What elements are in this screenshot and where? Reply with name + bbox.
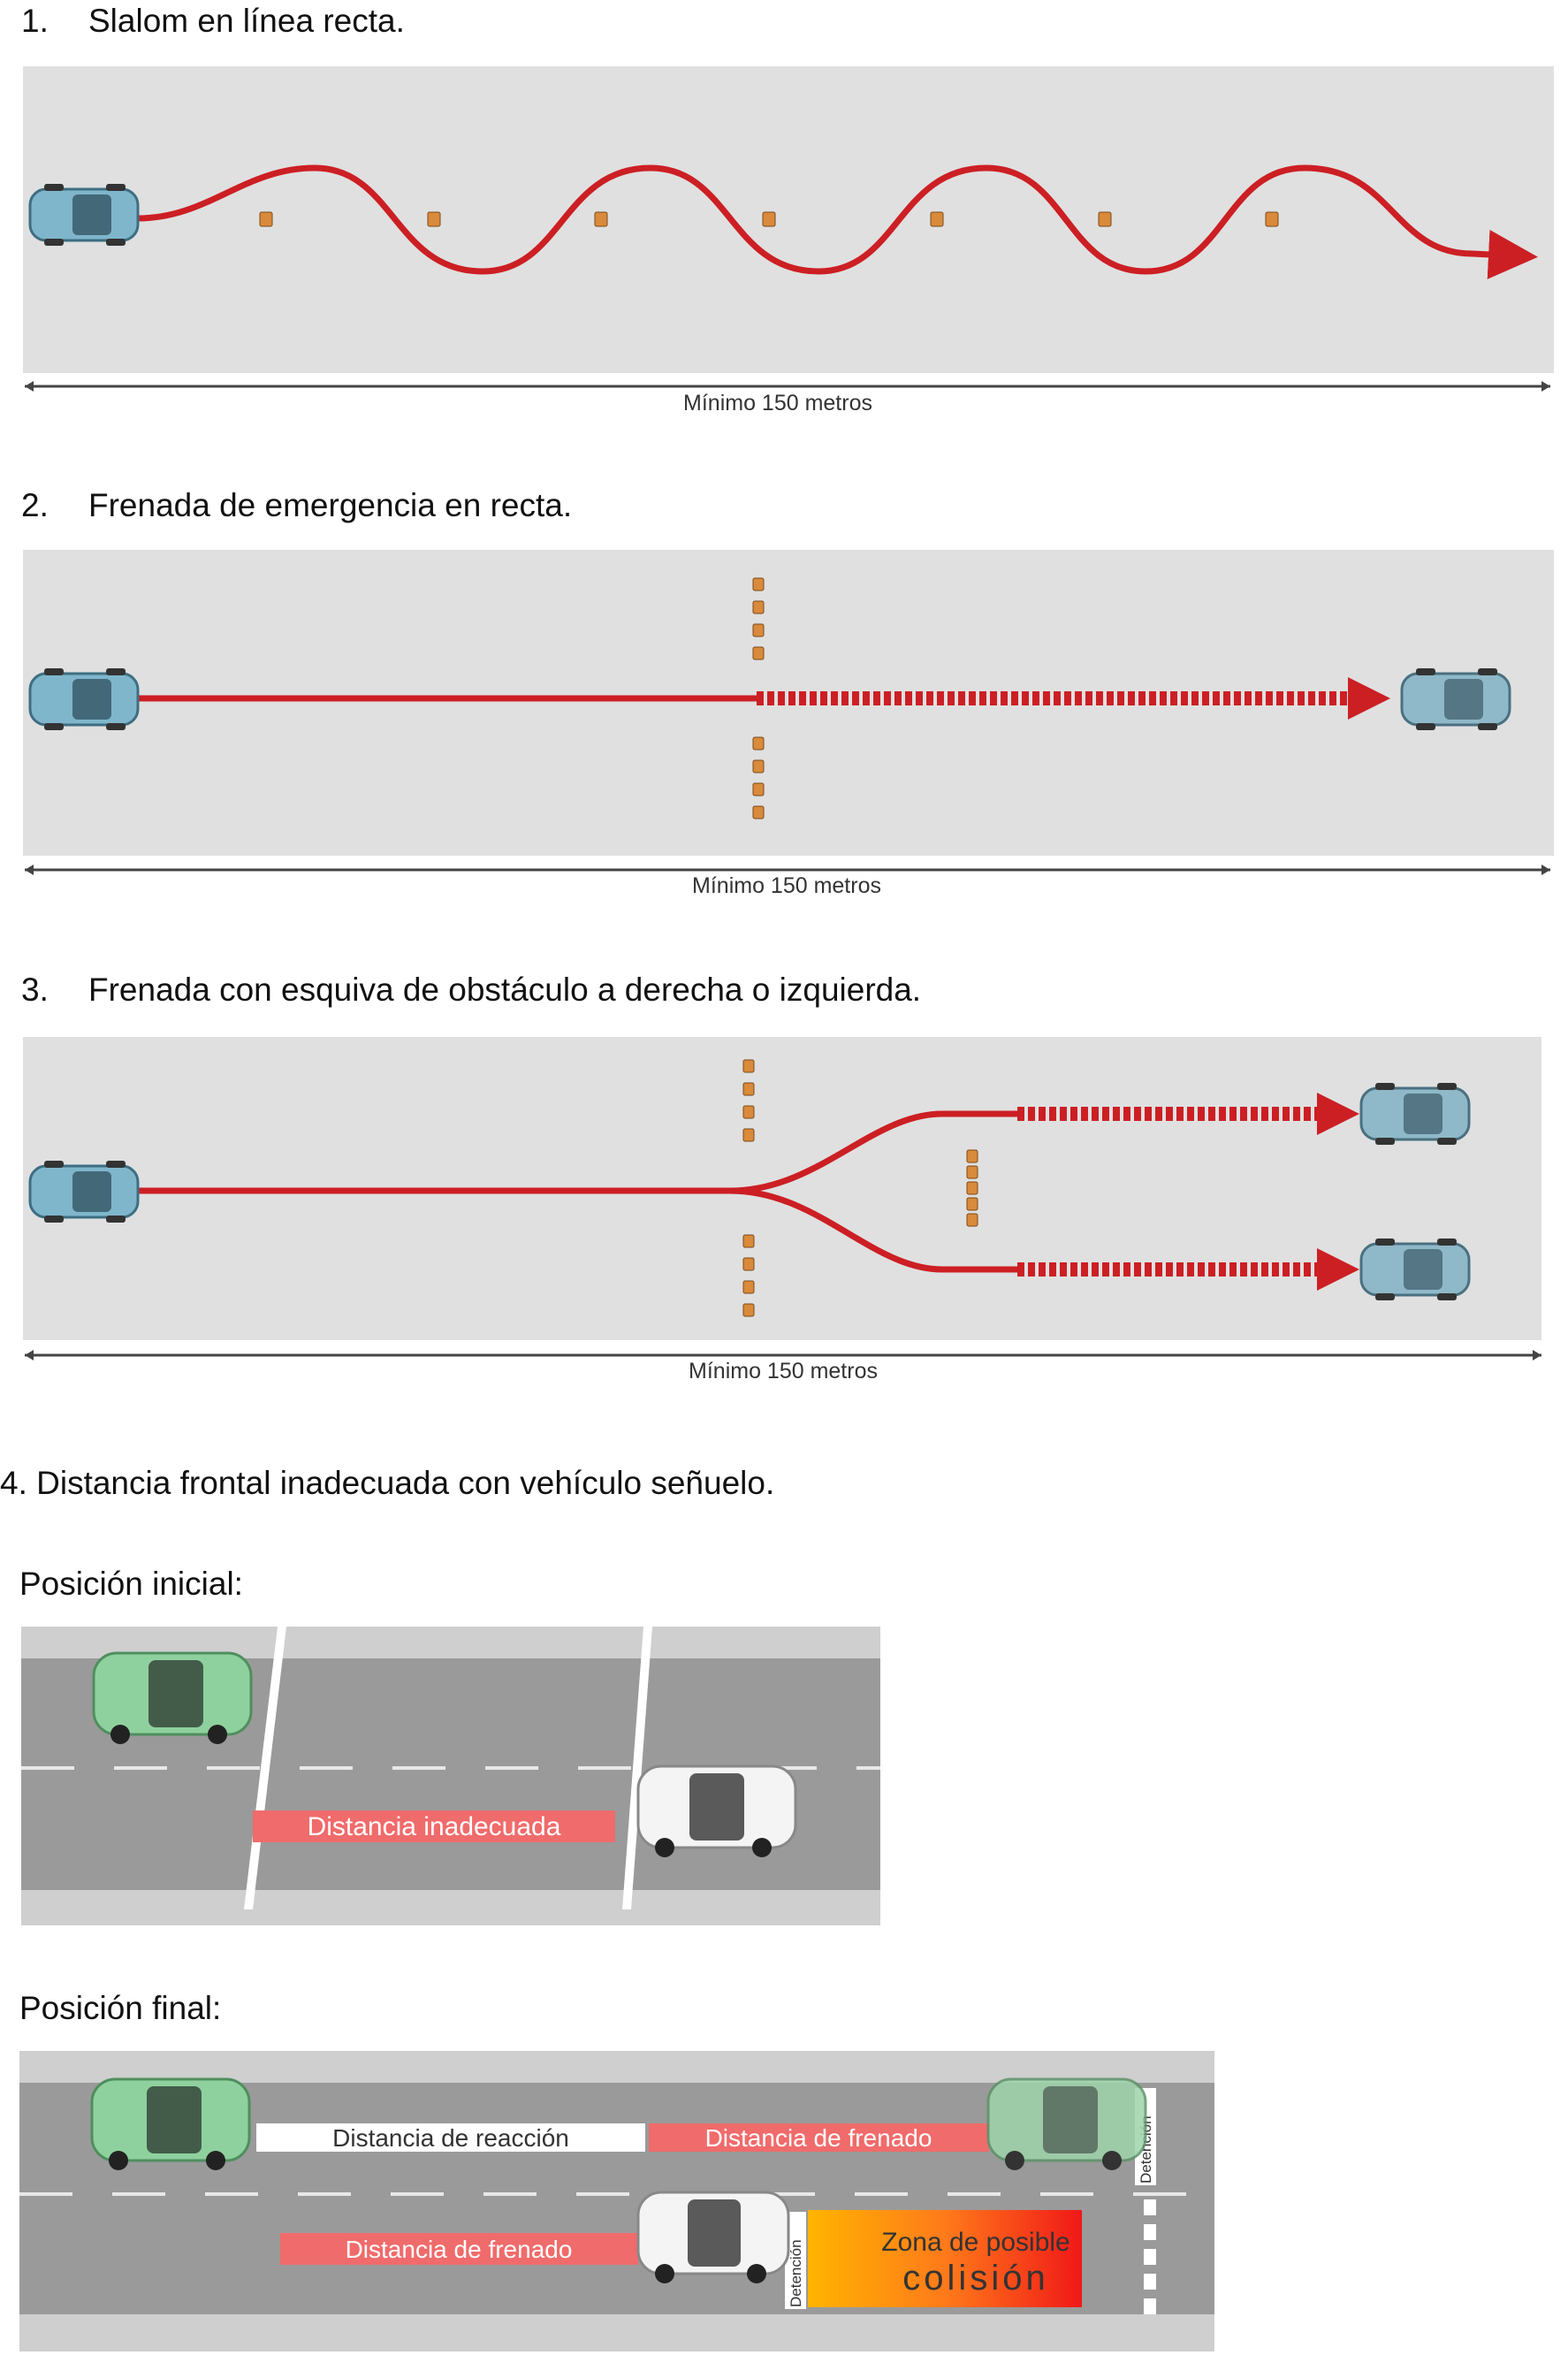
section-3-title: Frenada con esquiva de obstáculo a derec… xyxy=(88,972,922,1008)
cone xyxy=(930,211,944,227)
section-2-number: 2. xyxy=(21,487,49,523)
gap-label: Distancia inadecuada xyxy=(308,1812,561,1841)
section-1-title: Slalom en línea recta. xyxy=(88,3,405,39)
obstacle-cones xyxy=(966,1149,978,1227)
braking-label-top: Distancia de frenado xyxy=(705,2124,932,2152)
emergency-brake-diagram xyxy=(23,550,1554,903)
gap-label-bg xyxy=(253,1810,615,1842)
section-3-number: 3. xyxy=(21,972,49,1008)
final-position-diagram: Distancia de reacción Distancia de frena… xyxy=(19,2051,1214,2351)
cone-gate xyxy=(742,1059,755,1317)
final-position-caption: Posición final: xyxy=(19,1990,222,2026)
reaction-label: Distancia de reacción xyxy=(332,2124,569,2152)
collision-zone xyxy=(808,2210,1082,2307)
reaction-bar xyxy=(256,2123,645,2152)
white-car xyxy=(636,1764,797,1857)
braking-label-bottom: Distancia de frenado xyxy=(346,2236,573,2263)
section-1-heading: 1. Slalom en línea recta. xyxy=(21,2,405,41)
road-edge-bottom xyxy=(21,1890,880,1925)
section-2-title: Frenada de emergencia en recta. xyxy=(88,487,573,523)
blue-car-lower xyxy=(1359,1238,1471,1300)
swerve-brake-diagram xyxy=(23,1037,1554,1391)
collision-zone-line2: colisión xyxy=(902,2259,1048,2298)
section-2-heading: 2. Frenada de emergencia en recta. xyxy=(21,486,572,525)
cone xyxy=(762,211,776,227)
road-edge-top xyxy=(19,2051,1214,2083)
cone-gate xyxy=(752,577,765,819)
cone xyxy=(1098,211,1112,227)
stop-label-bottom: Detención xyxy=(788,2239,804,2307)
blue-car-stopped xyxy=(1400,668,1511,730)
cone xyxy=(427,211,441,227)
initial-position-caption: Posición inicial: xyxy=(19,1566,243,1602)
slalom-measure-label: Mínimo 150 metros xyxy=(683,391,872,415)
cone xyxy=(259,211,273,227)
blue-car xyxy=(28,668,140,730)
blue-car xyxy=(28,1161,140,1223)
blue-car-upper xyxy=(1359,1083,1471,1145)
cone xyxy=(1265,211,1279,227)
section-1-number: 1. xyxy=(21,3,49,39)
brake-measure-label: Mínimo 150 metros xyxy=(692,873,881,898)
white-car xyxy=(636,2191,790,2283)
initial-position-diagram: Distancia inadecuada xyxy=(21,1627,880,1925)
track-surface xyxy=(23,66,1554,373)
braking-bar-top xyxy=(649,2123,989,2152)
cone xyxy=(594,211,608,227)
swerve-lower-path xyxy=(729,1187,1017,1273)
road-edge-bottom xyxy=(19,2314,1214,2351)
green-car-start xyxy=(90,2077,251,2170)
slalom-diagram xyxy=(23,66,1554,420)
swerve-upper-path xyxy=(729,1110,1017,1194)
swerve-measure-label: Mínimo 150 metros xyxy=(689,1359,878,1383)
collision-zone-line1: Zona de posible xyxy=(881,2228,1070,2257)
section-3-heading: 3. Frenada con esquiva de obstáculo a der… xyxy=(21,971,921,1010)
green-car-end xyxy=(986,2077,1147,2170)
stop-dashes xyxy=(1144,2199,1156,2314)
blue-car xyxy=(28,184,140,246)
cones xyxy=(259,211,1279,227)
marker-line-2 xyxy=(622,1627,652,1909)
braking-bar-bottom xyxy=(280,2233,638,2265)
green-car xyxy=(92,1651,253,1744)
section-4-heading: 4. Distancia frontal inadecuada con vehí… xyxy=(0,1465,775,1501)
slalom-path xyxy=(137,164,1538,279)
